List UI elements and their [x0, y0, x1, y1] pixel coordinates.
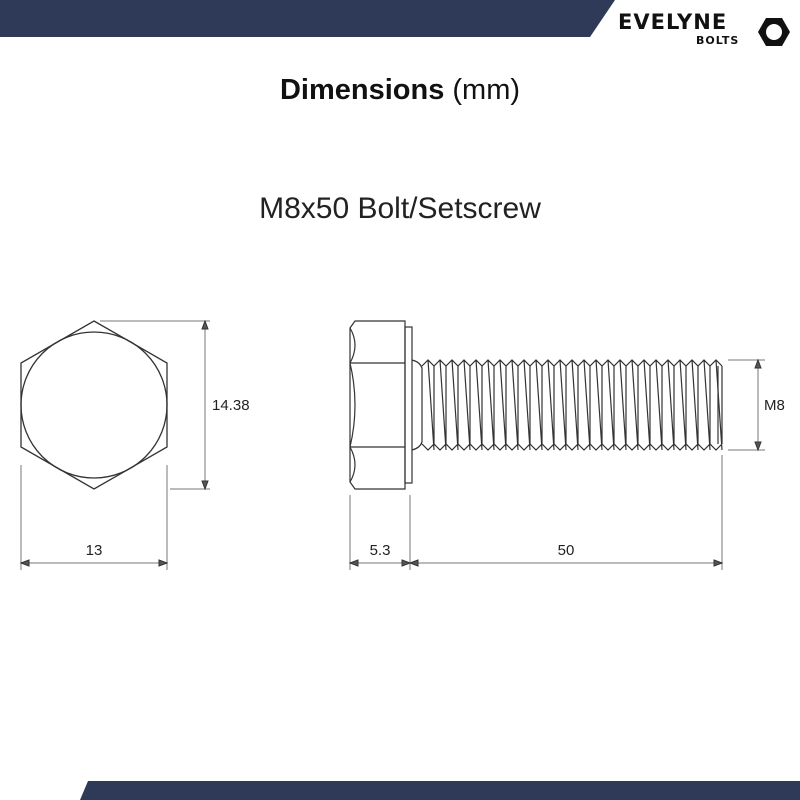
label-head-height: 5.3	[370, 542, 391, 559]
bolt-side-view	[349, 320, 723, 490]
dimension-across-corners	[100, 319, 210, 491]
hex-nut-logo-icon	[758, 18, 790, 46]
label-across-corners: 14.38	[212, 397, 250, 414]
label-length: 50	[558, 542, 575, 559]
dimension-across-flats	[19, 465, 169, 570]
label-across-flats: 13	[86, 542, 103, 559]
dimension-thread-diameter	[728, 358, 765, 452]
page-title: Dimensions (mm)	[0, 74, 800, 107]
brand-logo: EVELYNE	[618, 10, 728, 34]
header-banner	[0, 0, 615, 37]
brand-logo-sub: BOLTS	[696, 34, 740, 47]
title-bold: Dimensions	[279, 74, 445, 106]
hex-head-end-view	[20, 320, 168, 490]
product-name: M8x50 Bolt/Setscrew	[259, 192, 541, 225]
label-thread: M8	[764, 397, 785, 414]
dimension-head-and-length	[348, 455, 724, 570]
title-unit: (mm)	[452, 74, 521, 106]
footer-banner	[80, 781, 800, 800]
